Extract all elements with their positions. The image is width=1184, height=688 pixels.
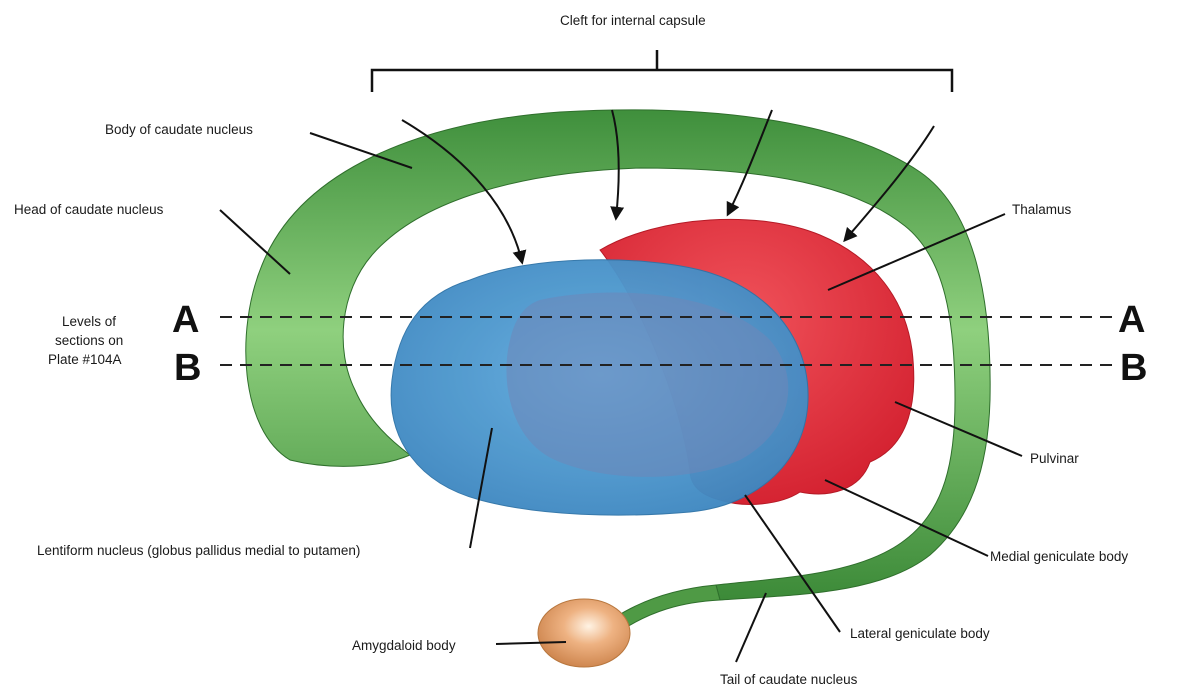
caudate-tail-shape [614, 585, 720, 630]
label-cleft: Cleft for internal capsule [560, 13, 706, 28]
label-amygdaloid: Amygdaloid body [352, 638, 456, 653]
level-b-left: B [174, 347, 201, 389]
label-head-caudate: Head of caudate nucleus [14, 202, 164, 217]
label-thalamus: Thalamus [1012, 202, 1072, 217]
label-tail-caudate: Tail of caudate nucleus [720, 672, 858, 687]
label-body-caudate: Body of caudate nucleus [105, 122, 253, 137]
label-lateral-geniculate: Lateral geniculate body [850, 626, 990, 641]
label-levels-1: Levels of [62, 314, 116, 329]
label-lentiform: Lentiform nucleus (globus pallidus media… [37, 543, 360, 558]
cleft-bracket [372, 50, 952, 92]
label-levels-2: sections on [55, 333, 123, 348]
label-medial-geniculate: Medial geniculate body [990, 549, 1128, 564]
amygdaloid-shape [538, 599, 630, 667]
label-pulvinar: Pulvinar [1030, 451, 1079, 466]
label-levels-3: Plate #104A [48, 352, 122, 367]
leader-tail-caudate [736, 593, 766, 662]
level-a-right: A [1118, 299, 1145, 341]
level-b-right: B [1120, 347, 1147, 389]
leader-lateral-geniculate [745, 495, 840, 632]
level-a-left: A [172, 299, 199, 341]
